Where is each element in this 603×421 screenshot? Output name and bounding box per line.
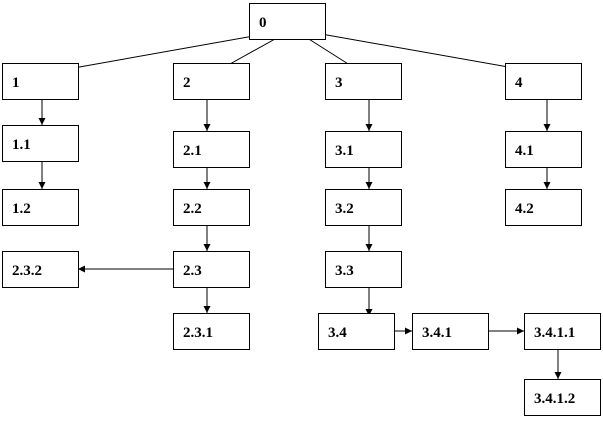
node-box	[2, 189, 79, 226]
node-box	[325, 251, 402, 288]
node-box	[524, 313, 601, 350]
node-box	[505, 131, 582, 168]
node-box	[412, 313, 489, 350]
node-label: 4.2	[515, 201, 534, 217]
node-2-3-2: 2.3.2	[2, 251, 79, 288]
node-3-4-1: 3.4.1	[412, 313, 489, 350]
node-label: 3.2	[335, 201, 354, 217]
node-box	[249, 3, 326, 40]
node-label: 1.2	[12, 201, 31, 217]
node-label: 3.4	[328, 325, 347, 341]
node-3-4-1-2: 3.4.1.2	[524, 379, 601, 416]
node-2-2: 2.2	[173, 189, 250, 226]
node-box	[2, 251, 79, 288]
node-label: 2.2	[183, 201, 202, 217]
node-3-1: 3.1	[325, 131, 402, 168]
node-0: 0	[249, 3, 326, 40]
node-box	[505, 189, 582, 226]
node-label: 3.3	[335, 263, 354, 279]
node-label: 3.4.1.2	[534, 391, 575, 407]
node-box	[325, 63, 402, 100]
node-box	[173, 251, 250, 288]
node-4-2: 4.2	[505, 189, 582, 226]
node-label: 4.1	[515, 143, 534, 159]
node-label: 2	[183, 75, 191, 91]
node-box	[173, 63, 250, 100]
node-box	[2, 63, 79, 100]
node-3-3: 3.3	[325, 251, 402, 288]
node-label: 0	[259, 15, 267, 31]
node-box	[173, 313, 250, 350]
node-1: 1	[2, 63, 79, 100]
node-label: 2.3.1	[183, 325, 213, 341]
node-label: 3.4.1	[422, 325, 452, 341]
node-2-1: 2.1	[173, 131, 250, 168]
node-box	[325, 189, 402, 226]
node-box	[173, 131, 250, 168]
node-label: 2.1	[183, 143, 202, 159]
node-4: 4	[505, 63, 582, 100]
node-3: 3	[325, 63, 402, 100]
node-label: 3	[335, 75, 343, 91]
nodes: 0 1 1.1 1.2 2 2.1 2.2 2.3 2.3.1 2.3.2 3 3.1 3.2 3.3 3.…	[2, 3, 601, 416]
node-label: 1.1	[12, 137, 31, 153]
node-box	[524, 379, 601, 416]
node-3-2: 3.2	[325, 189, 402, 226]
node-label: 4	[515, 75, 523, 91]
node-2-3: 2.3	[173, 251, 250, 288]
node-4-1: 4.1	[505, 131, 582, 168]
node-label: 2.3	[183, 263, 202, 279]
node-2-3-1: 2.3.1	[173, 313, 250, 350]
node-box	[173, 189, 250, 226]
node-3-4-1-1: 3.4.1.1	[524, 313, 601, 350]
node-2: 2	[173, 63, 250, 100]
node-1-2: 1.2	[2, 189, 79, 226]
node-box	[505, 63, 582, 100]
node-label: 2.3.2	[12, 263, 42, 279]
node-label: 1	[12, 75, 20, 91]
node-box	[2, 125, 79, 162]
node-3-4: 3.4	[318, 313, 395, 350]
node-1-1: 1.1	[2, 125, 79, 162]
node-label: 3.1	[335, 143, 354, 159]
node-box	[325, 131, 402, 168]
node-box	[318, 313, 395, 350]
node-label: 3.4.1.1	[534, 325, 575, 341]
